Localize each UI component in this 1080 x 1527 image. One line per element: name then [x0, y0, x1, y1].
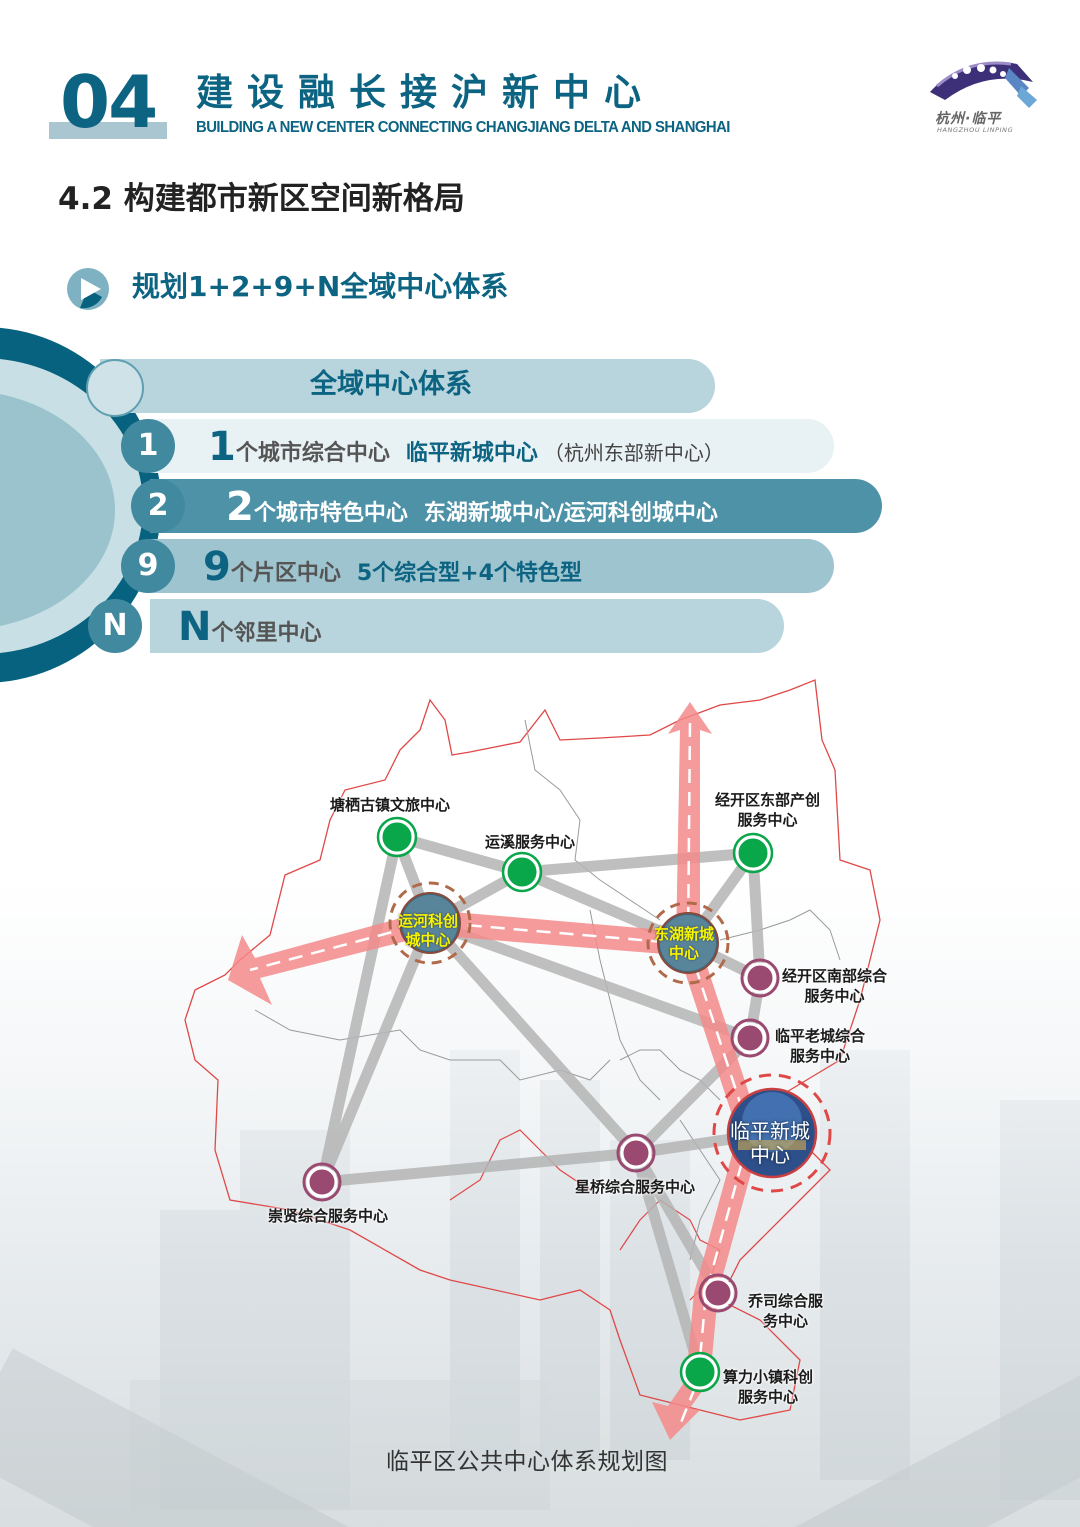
row-1-count: 1 [208, 424, 236, 470]
row-1-detail: 临平新城中心 [405, 441, 538, 466]
major-center-yunhe [388, 881, 472, 965]
row-n-unit: 个邻里中心 [211, 621, 322, 646]
hierarchy-badge-n: N [88, 599, 142, 653]
row-9-count: 9 [203, 544, 231, 590]
row-9-detail: 5个综合型+4个特色型 [356, 561, 582, 586]
map-label-chongxian: 崇贤综合服务中心 [268, 1207, 389, 1225]
hierarchy-row-n: N个邻里中心 [178, 607, 322, 647]
row-2-count: 2 [226, 484, 254, 530]
chapter-subtitle-en: BUILDING A NEW CENTER CONNECTING CHANGJI… [196, 119, 730, 136]
chapter-title: 建设融长接沪新中心 [196, 71, 655, 114]
hierarchy-header-knob [86, 359, 144, 417]
hangzhou-linping-logo-icon [930, 61, 1037, 108]
row-9-unit: 个片区中心 [230, 561, 341, 586]
map-label-jingkai-east: 经开区东部产创服务中心 [715, 791, 821, 829]
district-boundary [184, 679, 881, 1421]
map-label-linping: 临平新城中心 [730, 1119, 810, 1167]
subheading: 规划1+2+9+N全域中心体系 [132, 270, 509, 303]
row-2-detail: 东湖新城中心/运河科创城中心 [423, 501, 718, 526]
center-system-map [184, 679, 881, 1440]
hierarchy-badge-9: 9 [121, 539, 175, 593]
section-title: 4.2 构建都市新区空间新格局 [58, 181, 465, 217]
hierarchy-header-bar [100, 359, 715, 413]
major-center-linping [712, 1073, 832, 1193]
hierarchy-badge-2: 2 [131, 479, 185, 533]
hierarchy-badge-1: 1 [121, 419, 175, 473]
map-caption: 临平区公共中心体系规划图 [386, 1449, 668, 1475]
hierarchy-row-1-bar [150, 419, 834, 473]
chapter-number-underbar [49, 122, 167, 139]
map-label-old-town: 临平老城综合服务中心 [775, 1027, 866, 1065]
row-n-count: N [178, 604, 212, 650]
play-circle-icon [67, 268, 109, 310]
map-label-xingqiao: 星桥综合服务中心 [575, 1178, 696, 1196]
hierarchy-row-1: 1个城市综合中心临平新城中心（杭州东部新中心） [208, 427, 724, 467]
map-label-jingkai-south: 经开区南部综合服务中心 [782, 967, 888, 1005]
map-label-yunxi: 运溪服务中心 [485, 833, 576, 851]
hierarchy-row-2-bar [150, 479, 882, 533]
row-1-unit: 个城市综合中心 [235, 441, 390, 466]
map-label-qiaosi: 乔司综合服务中心 [748, 1292, 824, 1330]
map-label-suanli: 算力小镇科创服务中心 [723, 1368, 814, 1406]
logo-text-en: HANGZHOU LINPING [937, 126, 1014, 134]
hierarchy-title: 全域中心体系 [310, 369, 472, 400]
logo-text-cn: 杭州·临平 [935, 111, 1002, 127]
hierarchy-row-n-bar [150, 599, 784, 653]
map-label-yunhe: 运河科创城中心 [398, 912, 459, 949]
map-label-donghu: 东湖新城中心 [654, 925, 715, 962]
row-2-unit: 个城市特色中心 [253, 501, 408, 526]
major-center-donghu [646, 901, 730, 985]
map-label-tangqi: 塘栖古镇文旅中心 [330, 796, 451, 814]
hierarchy-row-9: 9个片区中心 5个综合型+4个特色型 [203, 547, 582, 587]
hierarchy-row-2: 2个城市特色中心东湖新城中心/运河科创城中心 [226, 487, 718, 527]
row-1-note: （杭州东部新中心） [543, 441, 724, 465]
hierarchy-row-9-bar [150, 539, 834, 593]
chapter-number: 04 [60, 60, 158, 144]
